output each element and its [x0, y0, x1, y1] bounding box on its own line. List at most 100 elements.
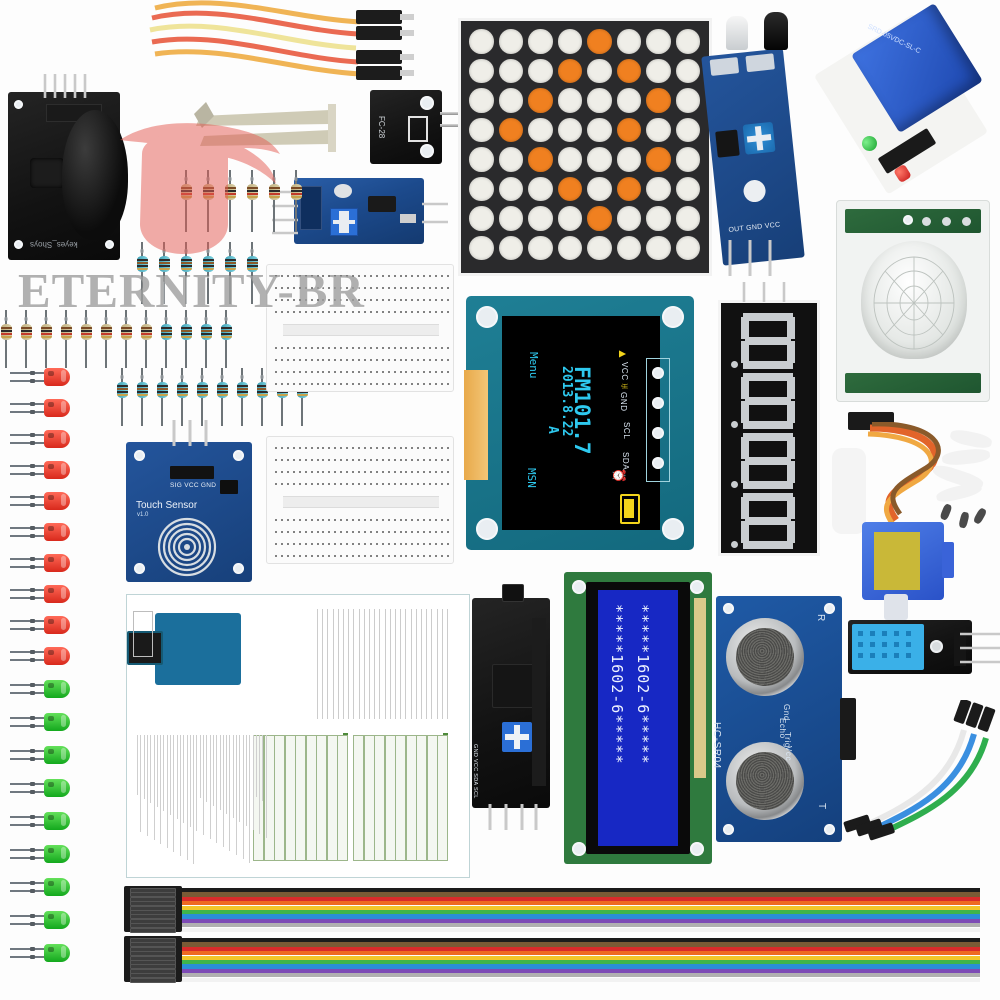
resistor: [137, 368, 148, 426]
breadboard-hole: [304, 371, 307, 373]
resistor-vertical: [203, 170, 214, 232]
seven-segment-bar: [743, 361, 793, 369]
soil-board-output-pins: [422, 202, 448, 224]
breadboard-hole: [310, 459, 313, 461]
breadboard-hole: [405, 459, 408, 461]
resistor: [137, 242, 148, 304]
breadboard-hole: [423, 543, 426, 545]
manual-body-text-line: [245, 735, 247, 826]
seven-segment-display: [718, 300, 820, 556]
touch-sensor-header[interactable]: [170, 466, 214, 479]
manual-module-cell: [437, 735, 448, 861]
breadboard-hole: [340, 371, 343, 373]
breadboard-hole: [369, 359, 372, 361]
breadboard-hole: [334, 531, 337, 533]
hcsr04-header[interactable]: [840, 698, 856, 760]
ir-trimpot[interactable]: [742, 121, 776, 155]
i2c-trimpot[interactable]: [502, 722, 532, 752]
led-matrix-cell: [616, 117, 641, 142]
breadboard-hole: [387, 275, 390, 277]
ribbon-wire: [182, 942, 980, 947]
breadboard-bottom[interactable]: [266, 436, 454, 564]
breadboard-hole: [304, 347, 307, 349]
manual-body-text-line: [140, 735, 142, 832]
breadboard-hole: [417, 287, 420, 289]
breadboard-hole: [340, 531, 343, 533]
breadboard-hole: [340, 555, 343, 557]
joystick-cap[interactable]: [62, 110, 128, 240]
resistor-vertical: [121, 310, 132, 368]
i2c-header-row[interactable]: [532, 618, 546, 786]
breadboard-hole: [435, 519, 438, 521]
breadboard-hole: [435, 299, 438, 301]
led-matrix-8x8[interactable]: [458, 18, 712, 276]
i2c-jumper[interactable]: [502, 584, 524, 602]
resistor-vertical: [225, 170, 236, 232]
touch-sensor-pad[interactable]: [156, 516, 218, 578]
manual-module-cell: [305, 735, 317, 861]
breadboard-hole: [369, 347, 372, 349]
joystick-button[interactable]: [30, 158, 64, 188]
oled-bluetooth-icon: ♅: [618, 382, 630, 391]
breadboard-hole: [328, 531, 331, 533]
led-matrix-cell: [587, 58, 612, 83]
resistor: [41, 310, 52, 368]
breadboard-hole: [375, 543, 378, 545]
led-matrix-cell: [498, 29, 523, 54]
breadboard-hole: [310, 519, 313, 521]
ribbon-connector-header[interactable]: [124, 936, 182, 983]
breadboard-hole: [399, 531, 402, 533]
led-matrix-cell: [587, 147, 612, 172]
breadboard-hole: [405, 371, 408, 373]
ir-pins: [728, 240, 772, 276]
seven-segment-bar: [787, 521, 795, 543]
ribbon-connector-header[interactable]: [124, 886, 182, 933]
breadboard-hole: [417, 459, 420, 461]
soil-board-trimpot[interactable]: [330, 208, 358, 236]
led-matrix-cell: [646, 58, 671, 83]
ribbon-wire: [182, 927, 980, 932]
breadboard-top[interactable]: [266, 264, 454, 392]
breadboard-hole: [405, 347, 408, 349]
led-matrix-cell: [528, 235, 553, 260]
breadboard-hole: [286, 555, 289, 557]
resistor-vertical: [181, 170, 192, 232]
breadboard-hole: [322, 555, 325, 557]
seven-segment-digit: [731, 433, 801, 489]
breadboard-hole: [417, 383, 420, 385]
breadboard-hole: [363, 447, 366, 449]
breadboard-hole: [429, 459, 432, 461]
led-matrix-cell: [587, 206, 612, 231]
led-matrix-cell: [498, 147, 523, 172]
breadboard-hole: [280, 275, 283, 277]
servo-cross-horn: [832, 448, 866, 534]
breadboard-hole: [387, 459, 390, 461]
breadboard-hole: [423, 359, 426, 361]
breadboard-hole: [435, 447, 438, 449]
breadboard-hole: [322, 459, 325, 461]
breadboard-hole: [334, 275, 337, 277]
oled-pin-header[interactable]: [646, 358, 670, 482]
breadboard-hole: [352, 359, 355, 361]
resistor: [203, 170, 214, 232]
breadboard-hole: [441, 275, 444, 277]
soil-board-pins: [272, 190, 298, 235]
breadboard-hole: [280, 543, 283, 545]
led-matrix-cell: [587, 29, 612, 54]
ribbon-wire: [182, 901, 980, 906]
breadboard-hole: [316, 371, 319, 373]
breadboard-hole: [423, 459, 426, 461]
touch-sensor-module[interactable]: SIG VCC GND Touch Sensor v1.0: [126, 442, 252, 582]
joystick-pins: [43, 74, 87, 98]
led-matrix-cell: [646, 147, 671, 172]
seven-segment-bar: [741, 341, 749, 363]
breadboard-hole: [358, 519, 361, 521]
breadboard-hole: [441, 287, 444, 289]
breadboard-hole: [286, 275, 289, 277]
manual-module-cell: [284, 735, 296, 861]
breadboard-hole: [447, 347, 449, 349]
manual-catalog-line: [358, 609, 360, 719]
breadboard-hole: [429, 383, 432, 385]
breadboard-hole: [292, 483, 295, 485]
oled-display-module[interactable]: Menu ▲ ♅ FM101.7 2013.8.22 A MSN ⏰ VCC G…: [464, 296, 694, 550]
